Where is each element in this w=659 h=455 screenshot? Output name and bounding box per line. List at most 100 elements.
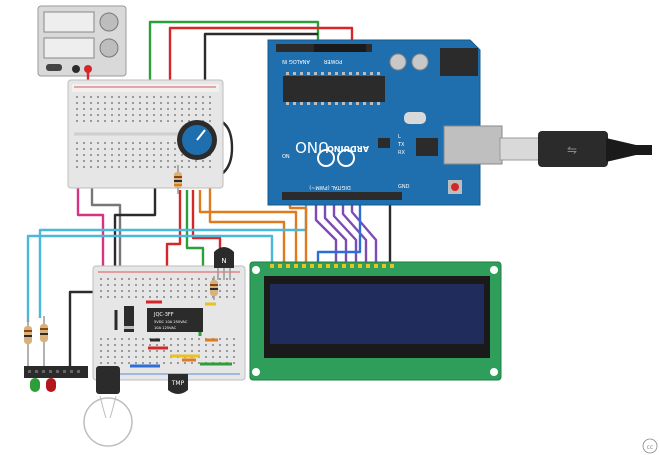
relay-label-1: JQC-3FF — [153, 312, 174, 318]
arduino-gnd-label: GND — [398, 184, 410, 190]
breadboard-hole — [100, 350, 102, 352]
breadboard-hole — [286, 72, 289, 75]
breadboard-hole — [202, 114, 204, 116]
breadboard-hole — [226, 290, 228, 292]
breadboard-hole — [128, 338, 130, 340]
breadboard-hole — [111, 120, 113, 122]
breadboard-hole — [191, 344, 193, 346]
breadboard-hole — [314, 102, 317, 105]
breadboard-hole — [212, 278, 214, 280]
potentiometer — [177, 120, 217, 160]
breadboard-hole — [35, 370, 38, 373]
breadboard-hole — [349, 72, 352, 75]
breadboard-hole — [184, 296, 186, 298]
breadboard-hole — [76, 108, 78, 110]
arduino-tx-label: TX — [397, 142, 405, 148]
breadboard-hole — [97, 166, 99, 168]
breadboard-hole — [76, 148, 78, 150]
breadboard-hole — [125, 142, 127, 144]
breadboard-hole — [118, 120, 120, 122]
breadboard-hole — [226, 350, 228, 352]
breadboard-hole — [226, 278, 228, 280]
breadboard-hole — [181, 102, 183, 104]
breadboard-hole — [125, 114, 127, 116]
breadboard-hole — [167, 160, 169, 162]
breadboard-hole — [160, 154, 162, 156]
breadboard-hole — [167, 166, 169, 168]
breadboard-hole — [132, 142, 134, 144]
breadboard-hole — [118, 160, 120, 162]
breadboard-hole — [205, 278, 207, 280]
breadboard-hole — [135, 344, 137, 346]
breadboard-hole — [118, 148, 120, 150]
arduino-l-label: L — [398, 134, 401, 140]
breadboard-hole — [167, 114, 169, 116]
breadboard-hole — [382, 264, 386, 268]
breadboard-hole — [198, 290, 200, 292]
wire-orange-2 — [208, 180, 286, 266]
breadboard-hole — [167, 142, 169, 144]
breadboard-hole — [226, 296, 228, 298]
breadboard-hole — [177, 296, 179, 298]
breadboard-hole — [149, 356, 151, 358]
breadboard-hole — [181, 96, 183, 98]
breadboard-hole — [167, 120, 169, 122]
breadboard-hole — [100, 278, 102, 280]
breadboard-hole — [302, 264, 306, 268]
breadboard-hole — [100, 338, 102, 340]
breadboard-hole — [205, 284, 207, 286]
breadboard-hole — [76, 160, 78, 162]
breadboard-hole — [370, 72, 373, 75]
breadboard-hole — [153, 142, 155, 144]
breadboard-hole — [174, 96, 176, 98]
breadboard-hole — [174, 166, 176, 168]
breadboard-hole — [163, 362, 165, 364]
breadboard-hole — [335, 72, 338, 75]
breadboard-hole — [132, 148, 134, 150]
breadboard-hole — [349, 102, 352, 105]
breadboard-hole — [114, 344, 116, 346]
breadboard-hole — [146, 120, 148, 122]
breadboard-hole — [184, 338, 186, 340]
breadboard-hole — [184, 350, 186, 352]
breadboard-hole — [156, 278, 158, 280]
breadboard-hole — [209, 160, 211, 162]
breadboard-hole — [321, 72, 324, 75]
breadboard-hole — [97, 148, 99, 150]
breadboard-hole — [321, 102, 324, 105]
breadboard-hole — [100, 356, 102, 358]
breadboard-hole — [90, 108, 92, 110]
breadboard-hole — [174, 160, 176, 162]
breadboard-hole — [139, 154, 141, 156]
breadboard-hole — [286, 264, 290, 268]
breadboard-hole — [174, 108, 176, 110]
breadboard-hole — [363, 72, 366, 75]
breadboard-hole — [156, 296, 158, 298]
breadboard-hole — [177, 350, 179, 352]
breadboard-hole — [142, 356, 144, 358]
breadboard-hole — [76, 102, 78, 104]
breadboard-hole — [188, 120, 190, 122]
breadboard-hole — [184, 290, 186, 292]
wire-blue-lcd — [316, 198, 362, 266]
breadboard-hole — [191, 362, 193, 364]
breadboard-hole — [146, 166, 148, 168]
breadboard-hole — [377, 72, 380, 75]
breadboard-hole — [191, 284, 193, 286]
breadboard-hole — [160, 142, 162, 144]
breadboard-hole — [90, 102, 92, 104]
breadboard-hole — [156, 356, 158, 358]
breadboard-hole — [156, 284, 158, 286]
breadboard-hole — [233, 296, 235, 298]
breadboard-hole — [156, 344, 158, 346]
diode — [124, 306, 134, 332]
wire-purple-4 — [341, 198, 368, 266]
breadboard-hole — [233, 284, 235, 286]
breadboard-hole — [160, 114, 162, 116]
breadboard-hole — [198, 362, 200, 364]
breadboard-hole — [83, 154, 85, 156]
breadboard-hole — [286, 102, 289, 105]
arduino-digital-label: DIGITAL (PWM~) — [309, 184, 351, 190]
breadboard-hole — [170, 290, 172, 292]
breadboard-hole — [219, 356, 221, 358]
